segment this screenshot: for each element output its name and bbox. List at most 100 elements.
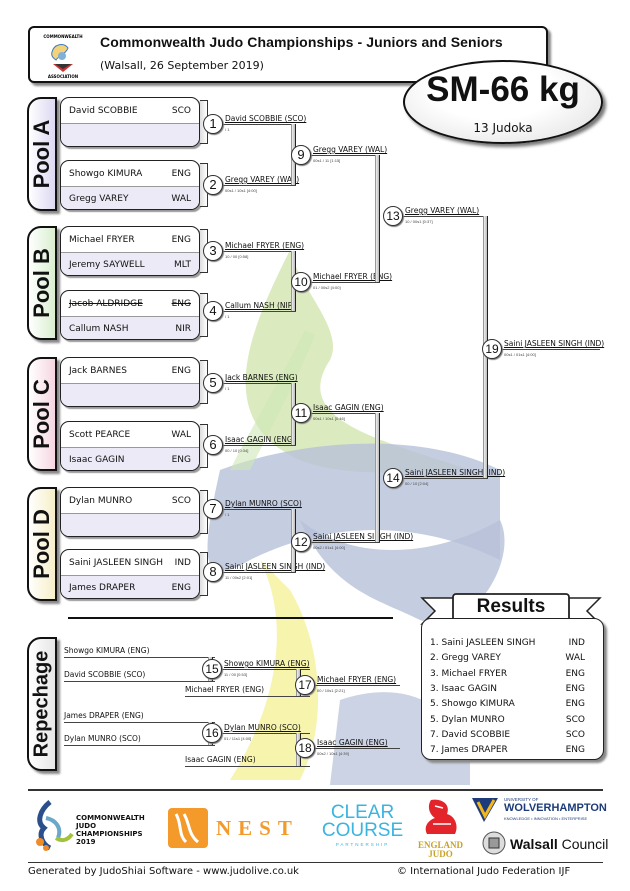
match-line [311, 155, 380, 156]
match-winner: Jack BARNES (ENG) [225, 373, 298, 382]
athlete-name: James DRAPER [69, 583, 136, 593]
results-ribbon [420, 593, 602, 625]
walsall-crest-icon [482, 831, 506, 855]
result-place-name: 7. James DRAPER [430, 745, 508, 756]
bracket-connector [375, 155, 380, 282]
match-number[interactable]: 9 [291, 145, 311, 165]
match-number[interactable]: 11 [291, 403, 311, 423]
match-winner: Michael FRYER (ENG) [225, 241, 305, 250]
match-number[interactable]: 2 [203, 175, 223, 195]
match-line [223, 509, 296, 510]
result-place-name: 5. Dylan MUNRO [430, 714, 505, 725]
match-winner: Showgo KIMURA (ENG) [224, 659, 310, 668]
match-number[interactable]: 3 [203, 241, 223, 261]
match-number[interactable]: 13 [383, 206, 403, 226]
partnership-text: PARTNERSHIP [335, 842, 390, 847]
match-number[interactable]: 4 [203, 301, 223, 321]
result-country: ENG [565, 699, 585, 710]
match-number[interactable]: 10 [291, 272, 311, 292]
match-score: / 1 [225, 314, 230, 319]
university-of-text: UNIVERSITY OF [504, 797, 539, 802]
pool-d-label: Pool D [27, 487, 57, 601]
result-place-name: 2. Gregg VAREY [430, 653, 501, 664]
cwg-line-2: JUDO CHAMPIONSHIPS [76, 822, 143, 838]
athlete-name: Saini JASLEEN SINGH [69, 557, 163, 568]
match-score: 11 / 00 [0:53] [224, 672, 248, 677]
pool-c-label: Pool C [27, 357, 57, 471]
match-number[interactable]: 5 [203, 373, 223, 393]
match-number[interactable]: 6 [203, 435, 223, 455]
athlete-row[interactable]: James DRAPER ENG [61, 575, 199, 598]
match-winner: Michael FRYER (ENG) [317, 675, 397, 684]
result-place-name: 5. Showgo KIMURA [430, 699, 515, 710]
match-number[interactable]: 7 [203, 499, 223, 519]
repechage-line [185, 766, 310, 767]
match-line [502, 349, 600, 350]
athlete-country: IND [174, 557, 191, 568]
match-winner: Gregg VAREY (WAL) [225, 175, 300, 184]
match-line [315, 685, 400, 686]
generated-by-link[interactable]: Generated by JudoShiai Software - www.ju… [28, 866, 299, 877]
match-line [223, 445, 296, 446]
walsall-council-logo: Walsall Council [482, 830, 608, 858]
match-number[interactable]: 17 [295, 675, 315, 695]
results-title: Results [476, 596, 546, 617]
match-number[interactable]: 8 [203, 562, 223, 582]
match-number[interactable]: 14 [383, 468, 403, 488]
match-number[interactable]: 18 [295, 738, 315, 758]
match-number[interactable]: 1 [203, 114, 223, 134]
result-country: IND [568, 638, 585, 648]
athlete-country: WAL [171, 194, 191, 204]
repechage-line [64, 722, 215, 723]
match-number[interactable]: 19 [482, 339, 502, 359]
athlete-name: Showgo KIMURA [69, 168, 143, 179]
match-number[interactable]: 16 [202, 723, 222, 743]
result-country: SCO [565, 729, 585, 740]
lion-icon [425, 799, 457, 834]
page-title: Commonwealth Judo Championships - Junior… [100, 34, 503, 50]
match-line [222, 733, 310, 734]
result-row: 5. Showgo KIMURA ENG [430, 699, 585, 709]
weight-class-label: SM-66 kg [426, 70, 580, 109]
match-line [223, 311, 296, 312]
cwg-line-3: 2019 [76, 838, 96, 846]
match-number[interactable]: 15 [202, 659, 222, 679]
match-winner: Saini JASLEEN SINGH (IND) [504, 339, 605, 348]
wolverhampton-v-icon [472, 798, 498, 822]
judoka-count: 13 Judoka [473, 121, 533, 135]
result-country: SCO [565, 714, 585, 725]
athlete-name: David SCOBBIE [69, 105, 138, 116]
athlete-row[interactable] [61, 123, 199, 146]
match-number[interactable]: 12 [291, 532, 311, 552]
athlete-row[interactable]: Saini JASLEEN SINGH IND [61, 550, 199, 575]
athlete-row[interactable] [61, 513, 199, 536]
repechage-line [64, 745, 215, 746]
athlete-name: Gregg VAREY [69, 194, 129, 204]
match-score: / 1 [225, 512, 230, 517]
match-score: 10 / 00 [0:58] [225, 254, 249, 259]
athlete-name: Isaac GAGIN [69, 455, 125, 465]
pool-a-label: Pool A [27, 97, 57, 211]
match-line [315, 748, 400, 749]
match-winner: Isaac GAGIN (ENG) [313, 403, 384, 412]
repechage-divider [68, 617, 393, 619]
athlete-row[interactable] [61, 383, 199, 406]
svg-text:ASSOCIATION: ASSOCIATION [48, 74, 78, 79]
athlete-country: ENG [171, 583, 191, 593]
athlete-row[interactable]: Gregg VAREY WAL [61, 186, 199, 209]
match-winner: Isaac GAGIN (ENG) [317, 738, 388, 747]
